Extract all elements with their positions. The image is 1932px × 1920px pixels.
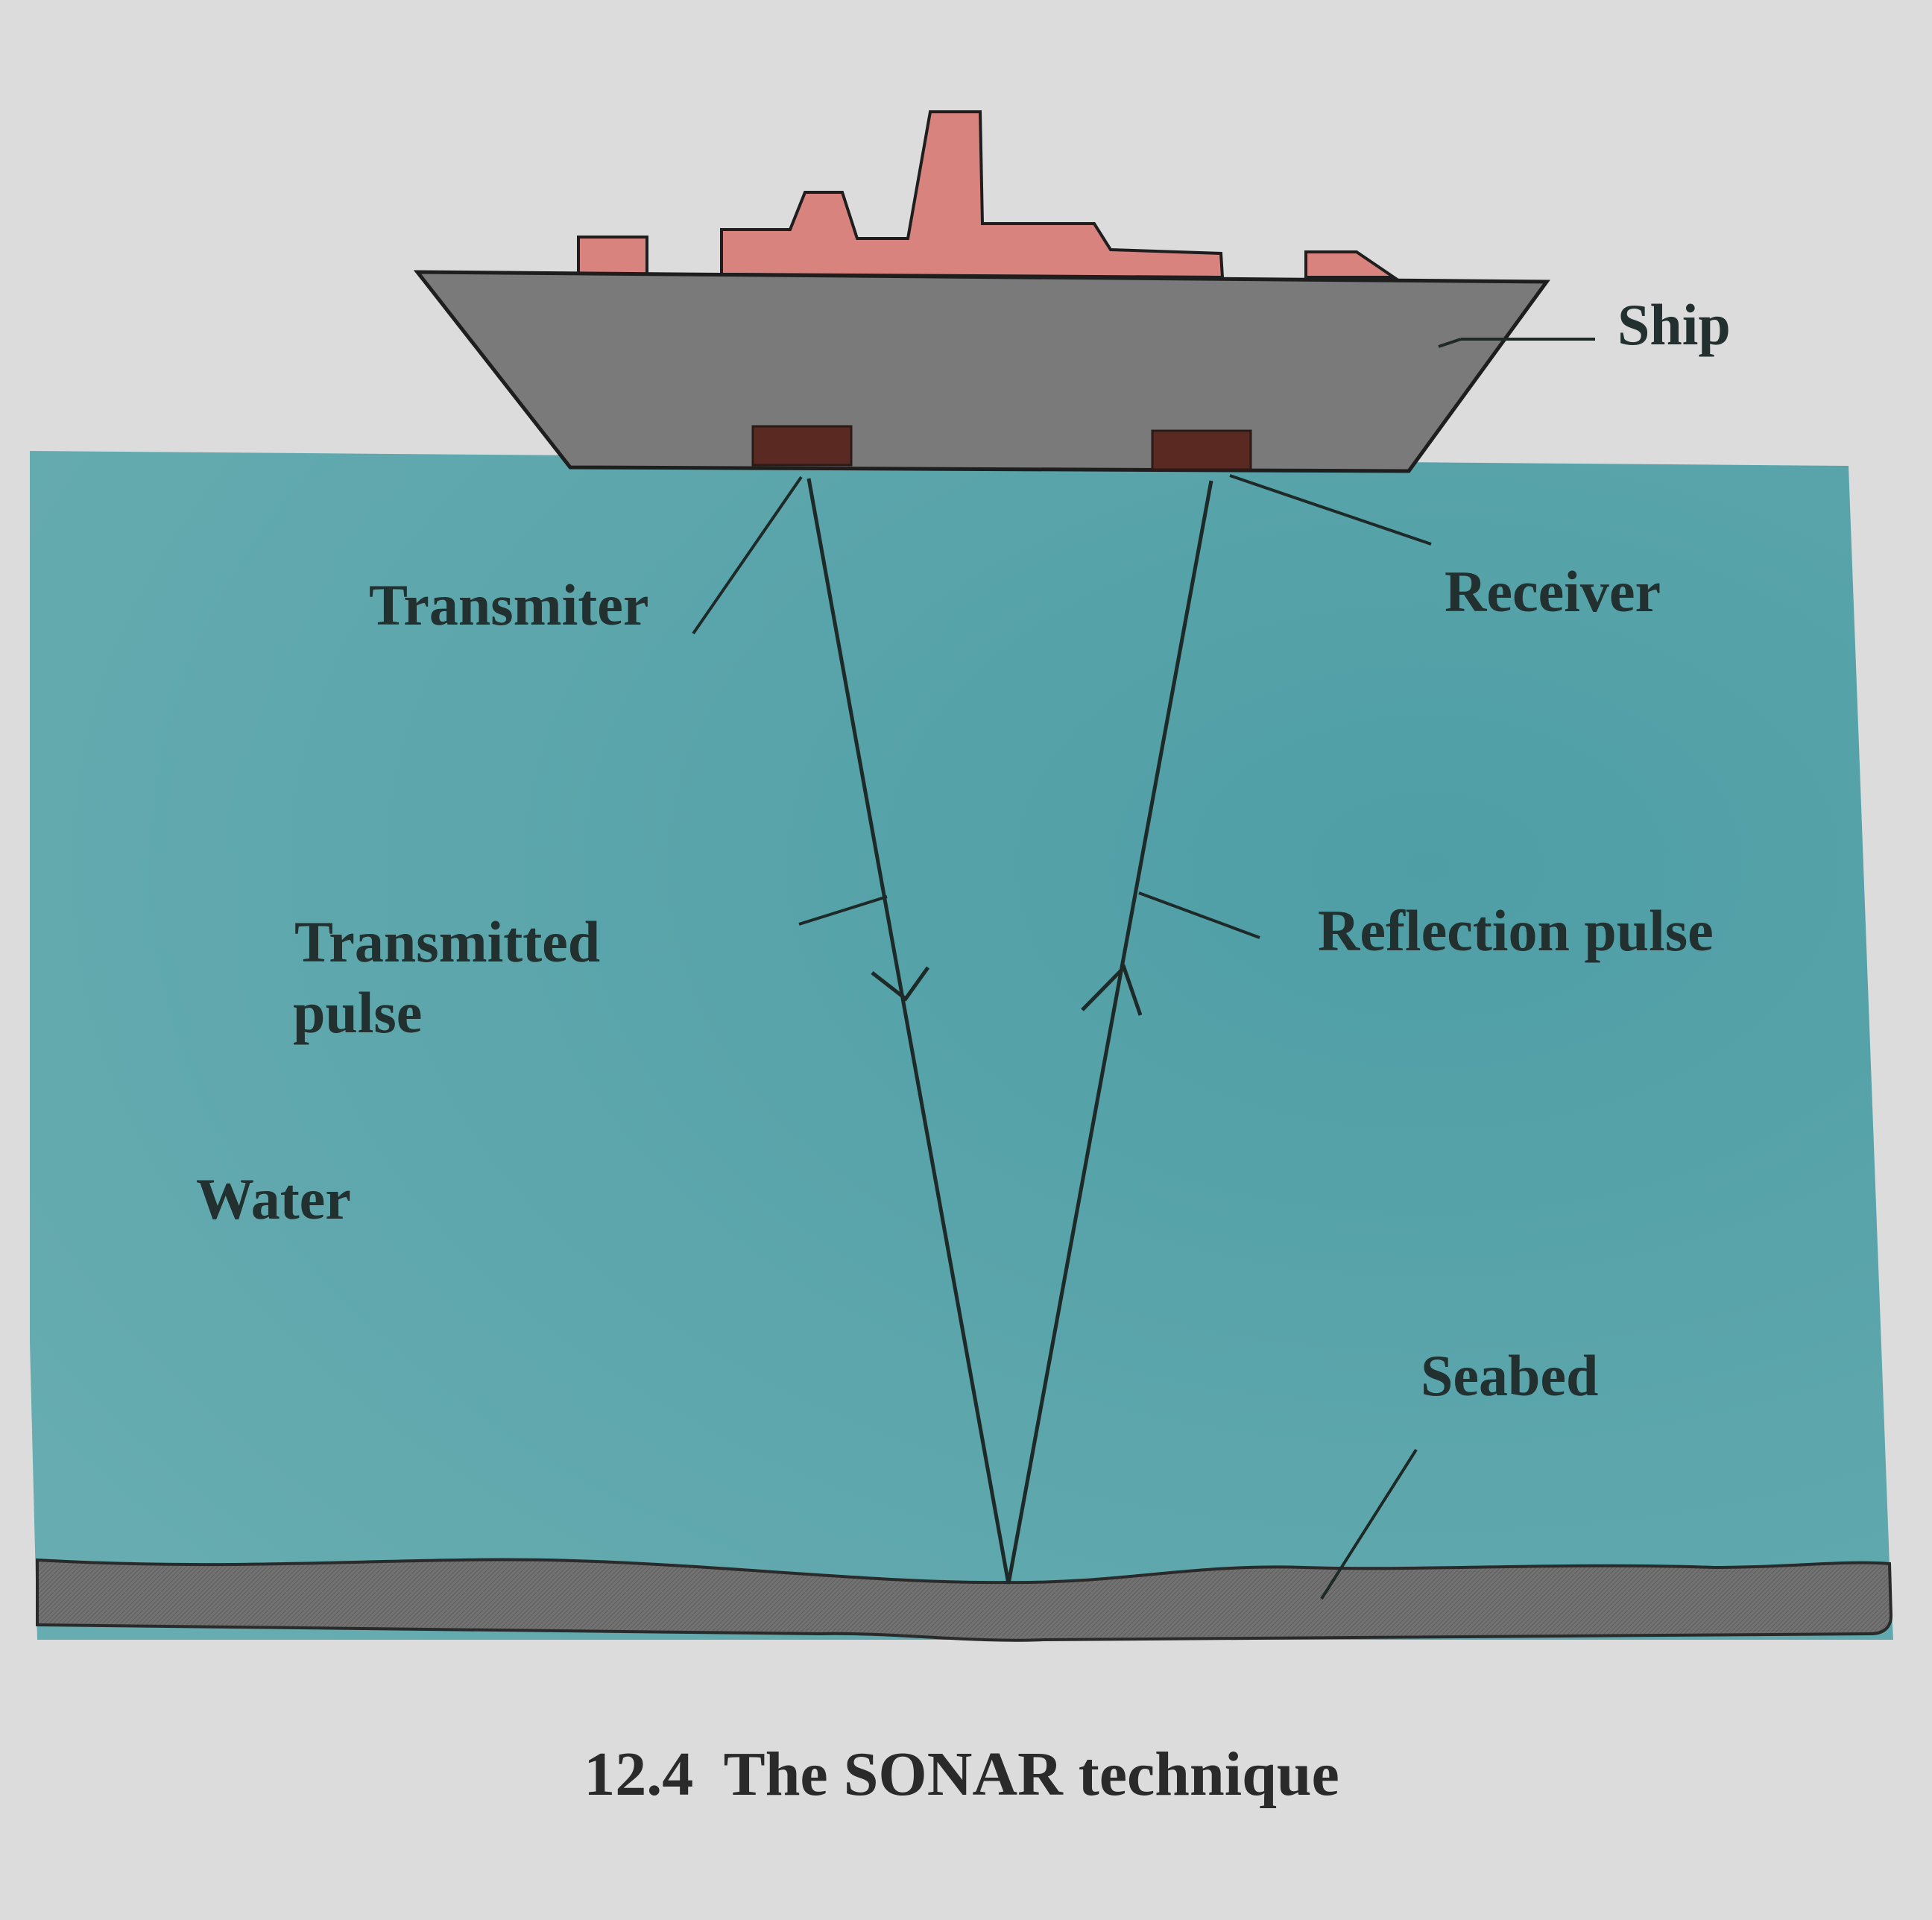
reflection-pulse-path (1006, 480, 1213, 1585)
transmitter-device (751, 425, 853, 467)
receiver-label: Receiver (1445, 559, 1661, 624)
transmitted-pulse-label-line1: Transmitted (294, 909, 600, 974)
transmitted-pulse-path (806, 478, 1011, 1585)
seabed-label: Seabed (1421, 1343, 1598, 1408)
receiver-device (1151, 429, 1252, 471)
reflection-pulse-label: Reflection pulse (1318, 898, 1714, 963)
figure-caption: 12.4 The SONAR technique (584, 1740, 1339, 1809)
ship-hull (413, 270, 1550, 473)
water-label: Water (196, 1166, 351, 1231)
ship-label: Ship (1617, 292, 1731, 357)
downward-arrow-icon (871, 966, 930, 1002)
transmitted-pulse-label-line2: pulse (293, 980, 422, 1045)
transmitter-label: Transmiter (369, 572, 648, 637)
seabed-shape (36, 1558, 1893, 1642)
ship-superstructure (577, 110, 1399, 280)
leader-lines (692, 338, 1595, 1600)
water-region (30, 451, 1893, 1640)
upward-arrow-icon (1081, 964, 1143, 1016)
